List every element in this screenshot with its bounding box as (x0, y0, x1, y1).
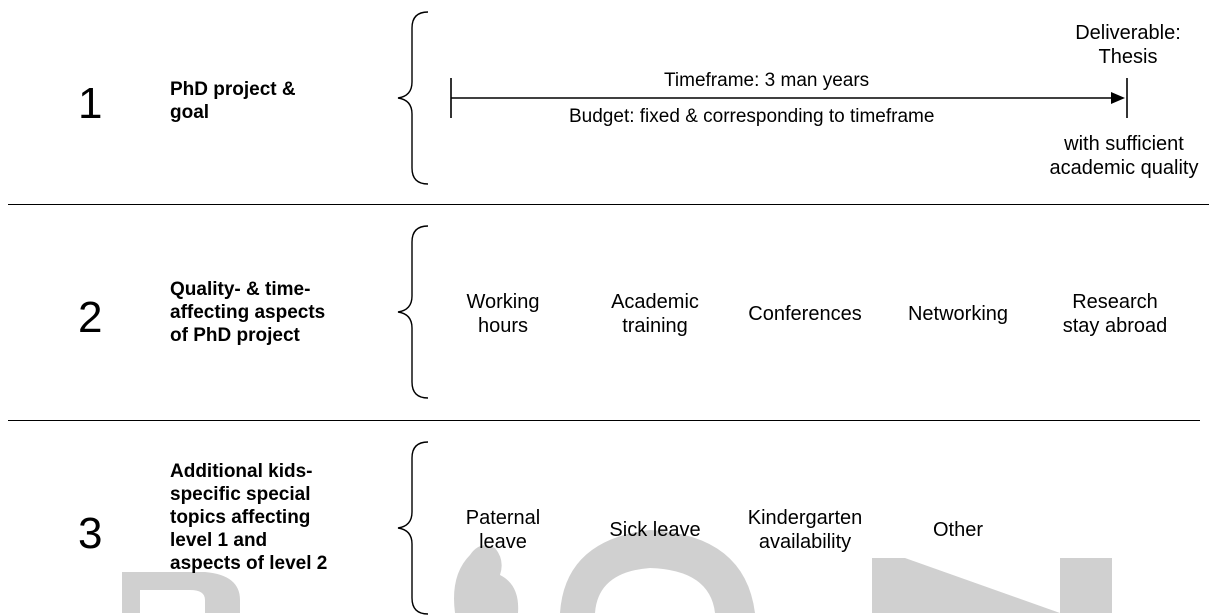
level-title: PhD project & goal (170, 79, 296, 123)
budget-label: Budget: fixed & corresponding to timefra… (569, 106, 935, 127)
aspect-research-stay-abroad: Research stay abroad (1062, 291, 1168, 337)
deliverable-label: Deliverable: Thesis (1075, 22, 1181, 68)
quality-label: with sufficient academic quality (1049, 133, 1199, 179)
level-title: Additional kids- specific special topics… (170, 461, 328, 574)
timeline-arrow (450, 78, 1128, 118)
section-divider-1 (8, 204, 1209, 205)
brace-icon (397, 11, 429, 185)
level-number: 1 (78, 79, 103, 128)
aspect-academic-training: Academic training (611, 291, 699, 337)
section-divider-2 (8, 420, 1200, 421)
level-title: Quality- & time- affecting aspects of Ph… (170, 279, 326, 346)
aspect-networking: Networking (907, 303, 1009, 325)
aspect-conferences: Conferences (748, 303, 862, 325)
topic-sick-leave: Sick leave (609, 519, 701, 541)
brace-icon (397, 441, 429, 615)
brace-icon (397, 225, 429, 399)
level-number: 2 (78, 293, 103, 342)
topic-paternal-leave: Paternal leave (465, 507, 541, 553)
timeframe-label: Timeframe: 3 man years (664, 70, 870, 91)
topic-kindergarten-availability: Kindergarten availability (747, 507, 863, 553)
aspect-working-hours: Working hours (466, 291, 540, 337)
level-number: 3 (78, 509, 103, 558)
topic-other: Other (932, 519, 984, 541)
